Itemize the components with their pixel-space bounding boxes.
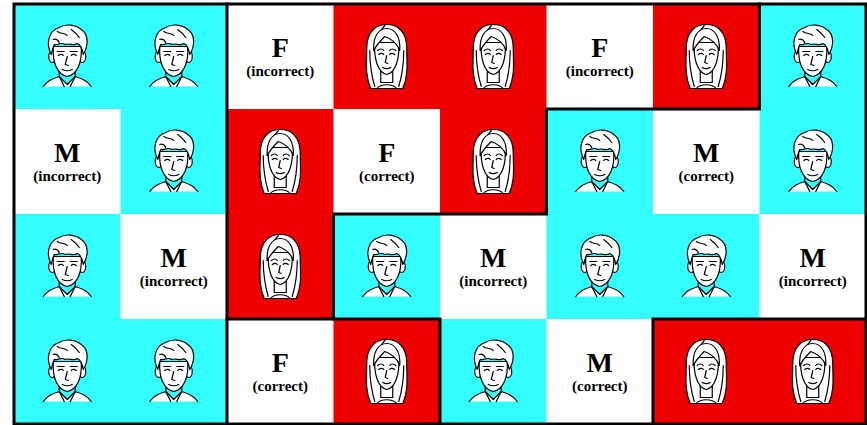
verdict-note: (incorrect) (246, 62, 314, 80)
gender-letter: F (272, 348, 289, 377)
label-cell: M(incorrect) (125, 218, 224, 315)
female-face (473, 130, 514, 194)
grid-cell (760, 109, 867, 215)
gender-letter: F (378, 138, 395, 167)
grid-cell (334, 214, 441, 320)
grid-cell (334, 319, 441, 425)
grid-cell (440, 319, 547, 425)
grid-cell (14, 319, 121, 425)
grid-cell (14, 109, 121, 215)
grid-cell (334, 4, 441, 110)
grid-cell (227, 214, 334, 320)
gender-letter: M (800, 243, 826, 272)
grid-cell (440, 214, 547, 320)
grid-cell (227, 109, 334, 215)
male-face (682, 235, 730, 296)
female-face (473, 25, 514, 89)
verdict-note: (incorrect) (140, 272, 208, 290)
grid-cell (547, 4, 654, 110)
verdict-note: (incorrect) (779, 272, 847, 290)
grid-cell (760, 214, 867, 320)
grid-cell (227, 319, 334, 425)
verdict-note: (correct) (572, 377, 628, 395)
female-face (260, 130, 301, 194)
male-face (576, 130, 624, 191)
verdict-note: (incorrect) (459, 272, 527, 290)
male-face (789, 25, 837, 86)
grid-cell (653, 4, 760, 110)
region-border (653, 319, 866, 424)
label-cell: M(correct) (657, 113, 756, 210)
female-face (366, 340, 407, 404)
gender-letter: M (480, 243, 506, 272)
grid-cell (121, 4, 228, 110)
female-face (686, 25, 727, 89)
grid-cell (121, 214, 228, 320)
region-border (14, 4, 866, 424)
male-face (150, 25, 198, 86)
grid-cell (760, 4, 867, 110)
grid-cell (14, 214, 121, 320)
male-face (363, 235, 411, 296)
grid-cell (653, 109, 760, 215)
label-cell: F(correct) (338, 113, 437, 210)
label-cell: F(incorrect) (231, 8, 330, 105)
gender-letter: M (587, 348, 613, 377)
verdict-note: (incorrect) (33, 167, 101, 185)
region-border (226, 4, 229, 424)
gender-letter: F (591, 33, 608, 62)
grid-cell (227, 4, 334, 110)
male-face (150, 340, 198, 401)
female-face (260, 235, 301, 299)
verdict-note: (correct) (678, 167, 734, 185)
grid-cell (547, 109, 654, 215)
verdict-note: (incorrect) (566, 62, 634, 80)
grid-cell (547, 319, 654, 425)
female-face (366, 25, 407, 89)
label-cell: M(incorrect) (444, 218, 543, 315)
grid-cell (547, 214, 654, 320)
gender-letter: F (272, 33, 289, 62)
gender-letter: M (161, 243, 187, 272)
region-borders (14, 4, 866, 424)
male-face (43, 340, 91, 401)
male-face (150, 130, 198, 191)
male-face (789, 130, 837, 191)
grid-cell (440, 4, 547, 110)
region-border (334, 4, 760, 319)
male-face (43, 235, 91, 296)
label-cell: M(incorrect) (764, 218, 863, 315)
label-cell: F(incorrect) (551, 8, 650, 105)
gender-letter: M (54, 138, 80, 167)
grid-cell (14, 4, 121, 110)
male-face (469, 340, 517, 401)
grid-cells (14, 4, 867, 425)
grid-cell (121, 109, 228, 215)
verdict-note: (correct) (252, 377, 308, 395)
grid-cell (653, 319, 760, 425)
grid-cell (121, 319, 228, 425)
label-cell: M(incorrect) (18, 113, 117, 210)
grid-cell (653, 214, 760, 320)
female-face (686, 340, 727, 404)
grid-cell (440, 109, 547, 215)
female-face (792, 340, 833, 404)
region-border (227, 319, 440, 424)
label-cell: F(correct) (231, 323, 330, 420)
verdict-note: (correct) (359, 167, 415, 185)
grid-cell (760, 319, 867, 425)
grid-cell (334, 109, 441, 215)
label-cell: M(correct) (551, 323, 650, 420)
male-face (576, 235, 624, 296)
male-face (43, 25, 91, 86)
gender-letter: M (693, 138, 719, 167)
